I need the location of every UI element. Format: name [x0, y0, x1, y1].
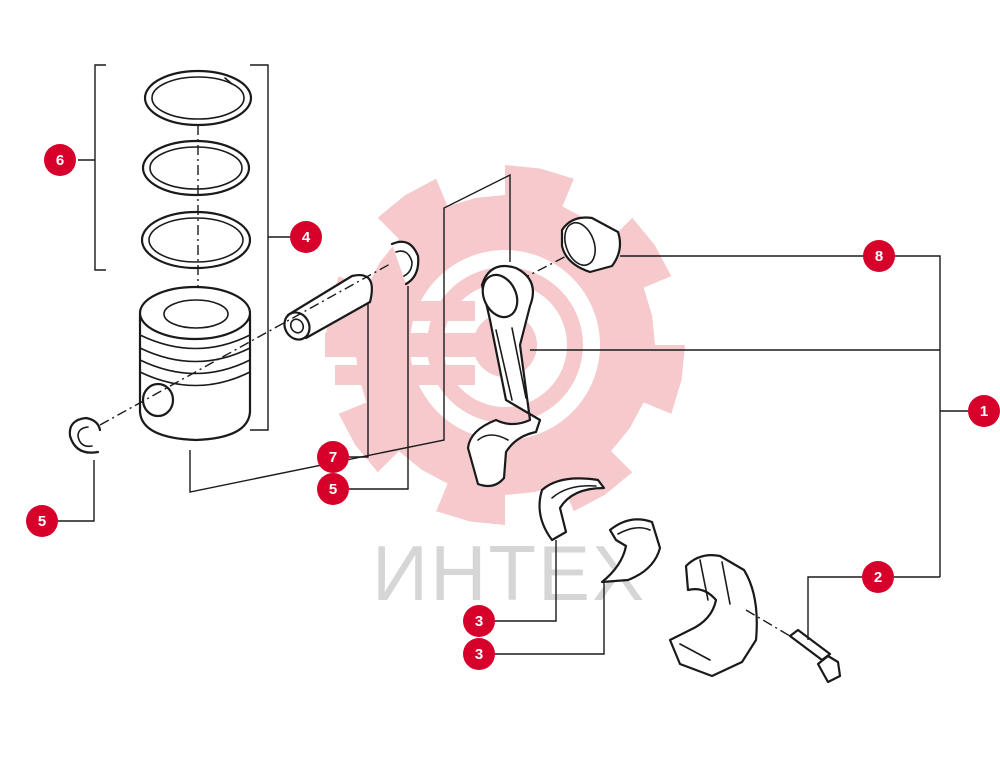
- connecting-rod: [466, 264, 542, 488]
- piston: [138, 285, 252, 442]
- callout-3-lower: 3: [463, 638, 495, 670]
- callout-6: 6: [44, 144, 76, 176]
- callout-1: 1: [968, 395, 1000, 427]
- watermark-text: ИНТЕХ: [372, 529, 647, 617]
- callout-2: 2: [862, 561, 894, 593]
- piston-pin: [283, 273, 373, 341]
- callout-4: 4: [290, 221, 322, 253]
- small-end-bushing: [560, 216, 622, 274]
- callout-7: 7: [317, 441, 349, 473]
- rings-bracket: [78, 64, 290, 431]
- callout-5-left: 5: [26, 505, 58, 537]
- leader-lines: [58, 173, 968, 655]
- callout-8: 8: [863, 240, 895, 272]
- callout-3-upper: 3: [463, 605, 495, 637]
- rod-bolt: [745, 609, 842, 684]
- rod-cap: [668, 554, 758, 678]
- callout-5-right: 5: [317, 473, 349, 505]
- piston-rings: [140, 69, 253, 300]
- circlip-left: [68, 416, 102, 454]
- bearing-shells: [538, 477, 662, 584]
- circlip-right: [390, 240, 420, 286]
